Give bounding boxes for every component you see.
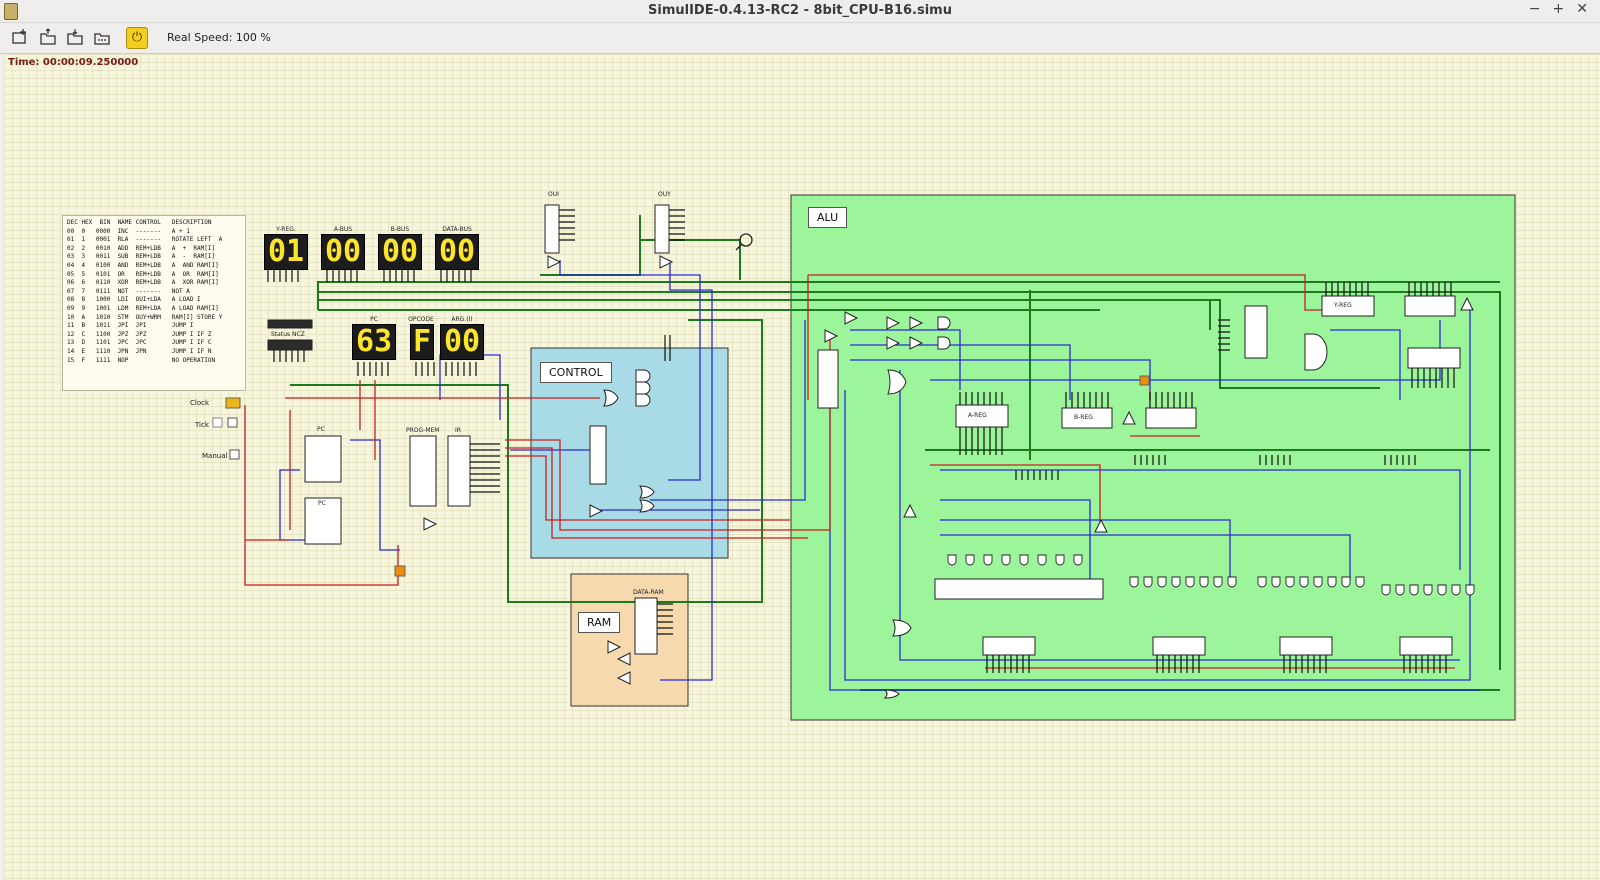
- manual-label: Manual: [202, 452, 228, 460]
- legend-line: 03 3 0011 SUB REM+LDB A - RAM[I]: [67, 253, 216, 261]
- b-reg-label: B-REG: [1074, 414, 1093, 421]
- title-bar: SimulIDE-0.4.13-RC2 - 8bit_CPU-B16.simu …: [0, 0, 1600, 23]
- data-ram-chip[interactable]: [634, 597, 658, 655]
- pc-counter-chip-1[interactable]: [304, 435, 342, 483]
- data-bus-label: DATA-BUS: [442, 226, 472, 233]
- alu-out-chip-1[interactable]: [1404, 295, 1456, 317]
- result-latch-1[interactable]: [982, 636, 1036, 656]
- toolbar: ◐▾: [0, 23, 1600, 69]
- power-button[interactable]: ⏻: [126, 27, 148, 49]
- legend-line: DEC HEX BIN NAME CONTROL DESCRIPTION: [67, 219, 212, 226]
- control-block: [530, 347, 729, 559]
- app-icon: [4, 3, 18, 20]
- ram-title: RAM: [578, 612, 621, 633]
- a-bus-label: A-BUS: [333, 226, 353, 233]
- new-circuit-icon[interactable]: [10, 28, 30, 48]
- legend-line: 14 E 1110 JPN JPN JUMP I IF N: [67, 347, 212, 355]
- b-bus-label: B-BUS: [390, 226, 410, 233]
- control-decoder-chip[interactable]: [589, 425, 607, 485]
- legend-line: 15 F 1111 NOP NO OPERATION: [67, 356, 216, 364]
- arg-label: ARG.(I): [451, 316, 473, 323]
- legend-line: 11 B 1011 JPI JPI JUMP I: [67, 322, 194, 330]
- result-latch-2[interactable]: [1152, 636, 1206, 656]
- legend-line: 09 9 1001 LDM REM+LDA A LOAD RAM[I]: [67, 304, 219, 312]
- a-reg-chip[interactable]: [955, 404, 1009, 428]
- alu-out-chip-2[interactable]: [1407, 347, 1461, 369]
- opcode-display: F: [410, 324, 434, 360]
- y-reg-chip[interactable]: [1321, 295, 1375, 317]
- prog-mem-chip[interactable]: [409, 435, 437, 507]
- minimize-button[interactable]: −: [1528, 1, 1541, 17]
- data-ram-label: DATA-RAM: [633, 589, 664, 596]
- prog-mem-label: PROG-MEM: [406, 427, 440, 434]
- maximize-button[interactable]: +: [1552, 1, 1565, 17]
- pc-display-label: PC: [370, 316, 378, 323]
- real-speed-label: Real Speed: 100 %: [167, 31, 271, 44]
- legend-line: 10 A 1010 STM OUY+WRM RAM[I] STORE Y: [67, 313, 223, 321]
- ouy-label: OUY: [658, 191, 671, 198]
- save-as-icon[interactable]: [92, 28, 112, 48]
- a-bus-display: 00: [321, 234, 365, 270]
- legend-line: 00 0 0000 INC ------- A + 1: [67, 227, 190, 235]
- legend-line: 13 D 1101 JPC JPC JUMP I IF C: [67, 339, 212, 347]
- tick-label: Tick: [195, 421, 209, 429]
- tick-button[interactable]: [227, 417, 238, 428]
- pc-chip-label-2: PC: [318, 500, 326, 507]
- alu-title: ALU: [808, 207, 848, 228]
- legend-line: 07 7 0111 NOT ------- NOT A: [67, 287, 190, 295]
- close-button[interactable]: ✕: [1576, 1, 1588, 17]
- control-title: CONTROL: [540, 362, 612, 383]
- status-ncz-leds: [267, 319, 313, 329]
- alu-mux-chip[interactable]: [817, 349, 839, 409]
- y-reg-alu-label: Y-REG: [1334, 302, 1352, 309]
- legend-line: 04 4 0100 AND REM+LDB A AND RAM[I]: [67, 261, 219, 269]
- y-reg-label: Y-REG.: [276, 226, 296, 233]
- magnifier-probe-icon[interactable]: [735, 233, 753, 251]
- status-ncz-display: [267, 339, 313, 351]
- y-reg-display: 01: [264, 234, 308, 270]
- result-latch-4[interactable]: [1399, 636, 1453, 656]
- legend-line: 02 2 0010 ADD REM+LDB A + RAM[I]: [67, 244, 216, 252]
- b-bus-display: 00: [378, 234, 422, 270]
- tick-toggle[interactable]: [212, 417, 223, 428]
- oui-chip[interactable]: [544, 204, 560, 254]
- legend-line: 06 6 0110 XOR REM+LDB A XOR RAM[I]: [67, 279, 219, 287]
- ouy-chip[interactable]: [654, 204, 670, 254]
- flag-reg-chip[interactable]: [1145, 407, 1197, 429]
- pc-counter-chip-2[interactable]: [304, 497, 342, 545]
- legend-line: 05 5 0101 OR REM+LDB A OR RAM[I]: [67, 270, 219, 278]
- ir-label: IR: [455, 427, 461, 434]
- alu-select-chip[interactable]: [1244, 305, 1268, 359]
- simulation-time: Time: 00:00:09.250000: [8, 57, 139, 68]
- window-title: SimulIDE-0.4.13-RC2 - 8bit_CPU-B16.simu: [648, 3, 952, 18]
- legend-line: 12 C 1100 JPZ JPZ JUMP I IF Z: [67, 330, 212, 338]
- b-reg-chip[interactable]: [1061, 407, 1113, 429]
- result-latch-3[interactable]: [1279, 636, 1333, 656]
- a-reg-label: A-REG: [968, 412, 987, 419]
- adder-chain[interactable]: [934, 578, 1104, 600]
- oui-label: OUI: [548, 191, 559, 198]
- ir-chip[interactable]: [447, 435, 471, 507]
- save-folder-icon[interactable]: [65, 28, 85, 48]
- manual-toggle[interactable]: [229, 449, 240, 460]
- arg-display: 00: [440, 324, 484, 360]
- legend-line: 08 8 1000 LDI OUI+LDA A LOAD I: [67, 296, 201, 304]
- open-folder-icon[interactable]: [38, 28, 58, 48]
- pc-display: 63: [352, 324, 396, 360]
- pc-chip-label-1: PC: [317, 426, 325, 433]
- clock-source[interactable]: [225, 397, 241, 409]
- data-bus-display: 00: [435, 234, 479, 270]
- opcode-label: OPCODE: [408, 316, 434, 323]
- clock-probe-1: [394, 565, 406, 577]
- clock-label: Clock: [190, 399, 210, 407]
- ram-block: [570, 573, 689, 707]
- legend-line: 01 1 0001 RLA ------- ROTATE LEFT A: [67, 236, 223, 244]
- clock-probe-2: [1139, 375, 1150, 386]
- status-ncz-label: Status NCZ: [271, 331, 305, 338]
- instruction-legend: DEC HEX BIN NAME CONTROL DESCRIPTION 00 …: [62, 215, 246, 391]
